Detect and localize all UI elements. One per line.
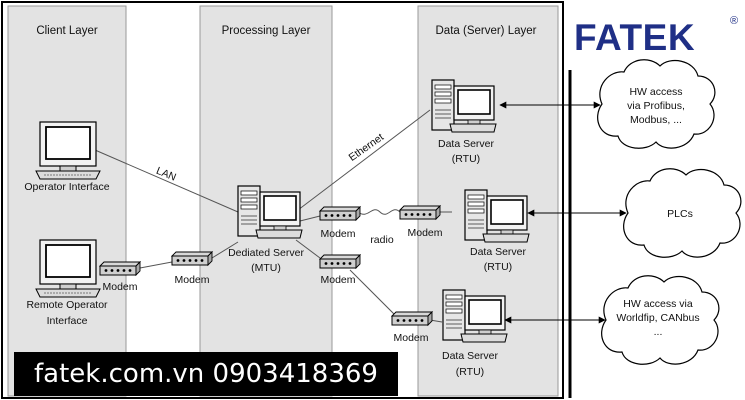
connections — [94, 109, 452, 323]
ethernet-link — [297, 109, 431, 211]
remote-operator-label-line2: Interface — [47, 315, 88, 327]
radio-label: radio — [370, 234, 394, 246]
dedicated-server-icon — [237, 185, 303, 239]
remote-operator-label-line1: Remote Operator — [26, 299, 108, 311]
radio-modem-mtu-label: Modem — [320, 228, 355, 240]
cloud-top-line2: via Profibus, — [627, 100, 685, 112]
processing-layer-title: Processing Layer — [222, 25, 311, 37]
lan-link — [94, 149, 239, 213]
cloud-bottom-line3: ... — [654, 326, 663, 338]
data-server-bottom-label-line1: Data Server — [442, 350, 499, 362]
operator-interface-label: Operator Interface — [24, 181, 109, 193]
radio-modem-rtu-label: Modem — [407, 227, 442, 239]
dedicated-server-label-line2: (MTU) — [251, 262, 281, 274]
data-server-top-label-line1: Data Server — [438, 138, 495, 150]
radio-modem-mtu-icon — [319, 206, 361, 221]
mtu-lower-modem-icon — [319, 254, 361, 269]
data-layer-modem-icon — [391, 311, 433, 326]
data-server-top-icon — [431, 79, 497, 133]
processing-modem-left-label: Modem — [174, 274, 209, 286]
data-server-middle-label-line2: (RTU) — [484, 261, 512, 273]
mtu-lower-modem-label: Modem — [320, 274, 355, 286]
cloud-middle-line1: PLCs — [667, 208, 693, 220]
cloud-top-line1: HW access — [629, 86, 682, 98]
fatek-logo: FATEK — [574, 17, 695, 58]
processing-modem-left-icon — [171, 251, 213, 266]
cloud-bottom-line1: HW access via — [623, 298, 693, 310]
data-server-middle-icon — [464, 189, 530, 243]
modem-to-mtu-link — [211, 241, 239, 259]
client-modem-label: Modem — [102, 281, 137, 293]
data-layer-title: Data (Server) Layer — [436, 25, 537, 37]
client-layer-title: Client Layer — [36, 25, 98, 37]
contact-banner: fatek.com.vn 0903418369 — [14, 352, 398, 396]
data-server-bottom-label-line2: (RTU) — [456, 366, 484, 378]
cloud-top-line3: Modbus, ... — [630, 114, 682, 126]
data-server-middle-label-line1: Data Server — [470, 246, 527, 258]
data-server-bottom-icon — [442, 289, 508, 343]
dedicated-server-label-line1: Dediated Server — [228, 247, 304, 259]
radio-modem-rtu-icon — [399, 205, 441, 220]
cloud-bottom-line2: Worldfip, CANbus — [616, 312, 699, 324]
data-layer-modem-label: Modem — [393, 332, 428, 344]
client-modem-icon — [99, 261, 141, 276]
registered-mark: ® — [730, 15, 738, 27]
remote-to-modem-link — [139, 261, 173, 269]
field-arrows — [499, 101, 627, 324]
modem-to-modem-link — [349, 269, 399, 319]
client-layer-panel — [7, 5, 127, 397]
data-server-top-label-line2: (RTU) — [452, 153, 480, 165]
radio-link — [357, 209, 401, 215]
mtu-to-modem-link — [295, 239, 321, 259]
